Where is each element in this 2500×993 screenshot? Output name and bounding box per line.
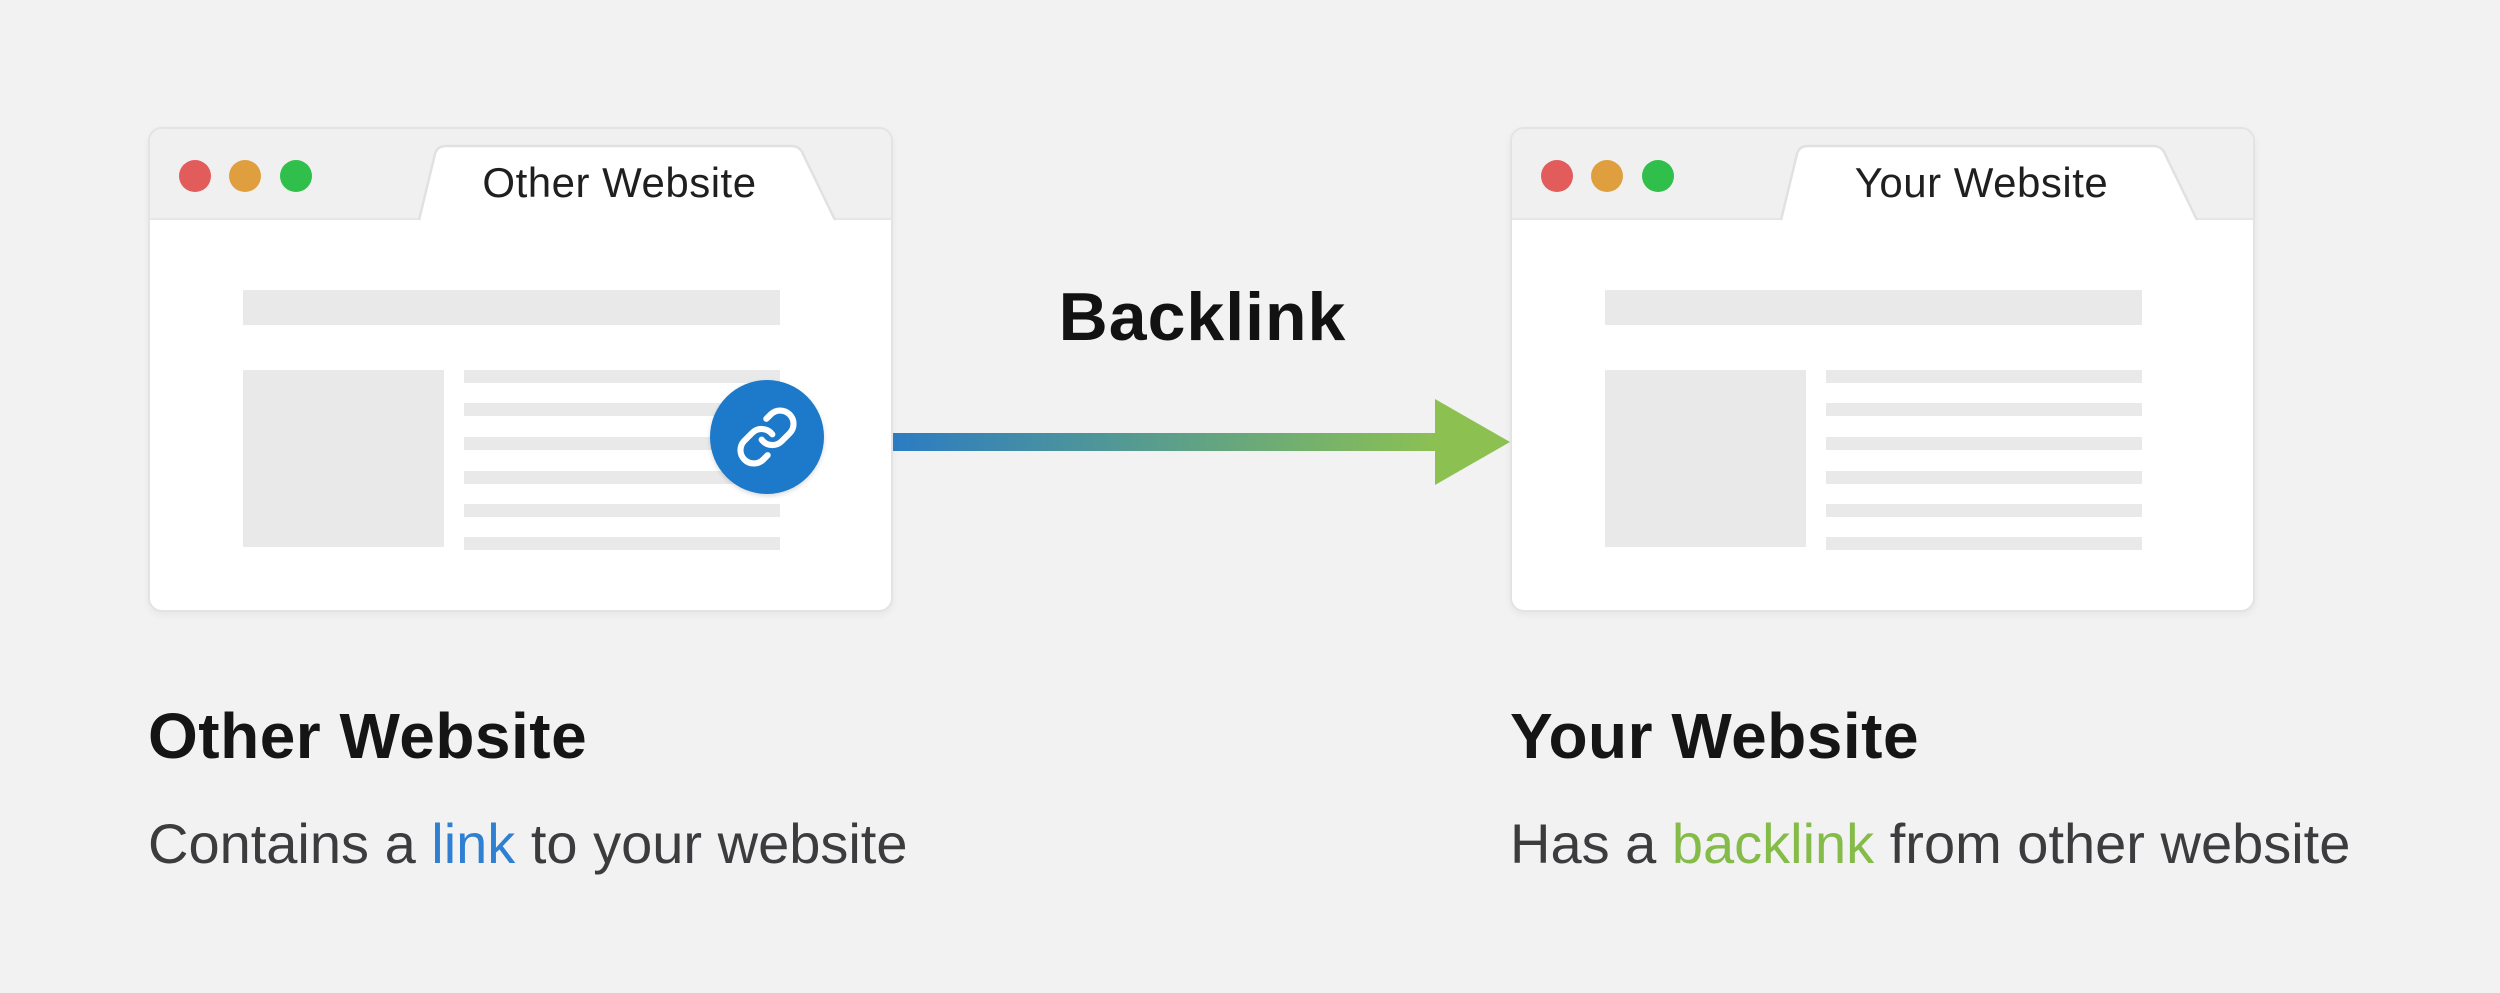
close-dot-icon: [1541, 160, 1573, 192]
arrow-label: Backlink: [1058, 279, 1347, 355]
caption-text: Contains a: [148, 812, 432, 875]
content-placeholder-line: [464, 403, 780, 416]
arrow-head: [1435, 399, 1510, 485]
zoom-dot-icon: [1642, 160, 1674, 192]
content-placeholder-line: [1826, 537, 2142, 550]
browser-window-other: Other Website: [148, 127, 893, 612]
caption-desc-other: Contains a link to your website: [148, 816, 908, 872]
browser-tab: [417, 144, 837, 221]
browser-tab: [1779, 144, 2199, 221]
link-highlight: link: [431, 812, 516, 875]
content-placeholder-line: [1826, 471, 2142, 484]
link-icon: [737, 407, 797, 467]
content-placeholder-line: [464, 504, 780, 517]
zoom-dot-icon: [280, 160, 312, 192]
content-placeholder-line: [1826, 437, 2142, 450]
content-placeholder-line: [464, 471, 780, 484]
content-placeholder-image: [1605, 370, 1806, 547]
content-placeholder-header: [243, 290, 780, 325]
browser-window-your: Your Website: [1510, 127, 2255, 612]
caption-text: Has a: [1510, 812, 1672, 875]
content-placeholder-image: [243, 370, 444, 547]
content-placeholder-line: [1826, 370, 2142, 383]
content-placeholder-line: [464, 537, 780, 550]
content-placeholder-line: [464, 437, 780, 450]
caption-text: to your website: [515, 812, 908, 875]
tab-title: Other Website: [482, 159, 757, 206]
backlink-highlight: backlink: [1671, 812, 1875, 875]
traffic-light-buttons: [1541, 160, 1674, 192]
caption-title-other: Other Website: [148, 700, 588, 772]
content-placeholder-header: [1605, 290, 2142, 325]
arrow-shaft: [893, 433, 1440, 451]
tab-title: Your Website: [1854, 159, 2109, 206]
caption-title-your: Your Website: [1510, 700, 1920, 772]
traffic-light-buttons: [179, 160, 312, 192]
minimize-dot-icon: [229, 160, 261, 192]
content-placeholder-line: [1826, 504, 2142, 517]
link-badge: [710, 380, 824, 494]
caption-text: from other website: [1874, 812, 2351, 875]
content-placeholder-line: [1826, 403, 2142, 416]
backlink-arrow: [893, 399, 1510, 485]
content-placeholder-line: [464, 370, 780, 383]
caption-desc-your: Has a backlink from other website: [1510, 816, 2350, 872]
close-dot-icon: [179, 160, 211, 192]
minimize-dot-icon: [1591, 160, 1623, 192]
